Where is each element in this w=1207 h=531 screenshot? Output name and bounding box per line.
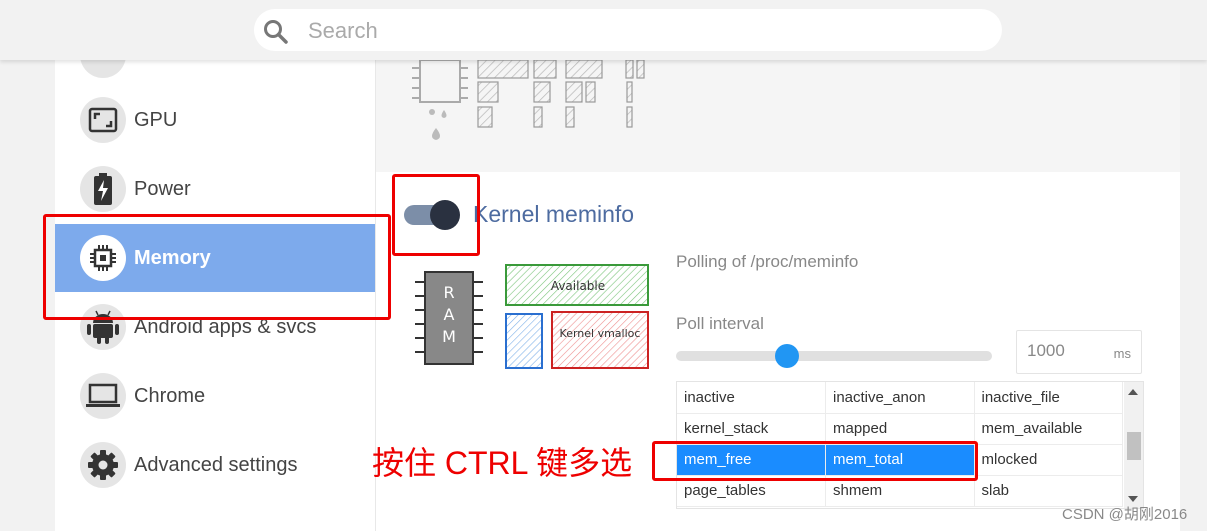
kernel-vmalloc-box-label: Kernel vmalloc <box>560 327 641 340</box>
sidebar-item-label: Advanced settings <box>134 453 298 476</box>
poll-interval-input[interactable] <box>1025 340 1099 362</box>
slider-thumb[interactable] <box>775 344 799 368</box>
sidebar-item-label: GPU <box>134 108 178 131</box>
memory-highlight-box <box>43 214 391 320</box>
counter-cell[interactable]: mapped <box>825 413 975 445</box>
counter-cell[interactable]: inactive_file <box>974 382 1123 414</box>
counter-cell[interactable]: kernel_stack <box>677 413 826 445</box>
gpu-icon <box>80 97 126 143</box>
toggle-highlight-box <box>392 174 480 256</box>
table-scrollbar[interactable] <box>1124 382 1143 508</box>
counter-cell[interactable]: mlocked <box>974 444 1123 476</box>
annotation-text: 按住 CTRL 键多选 <box>372 445 633 481</box>
sidebar-item-label: Android apps & svcs <box>134 315 317 338</box>
top-bar <box>0 0 1207 60</box>
counter-cell[interactable]: mem_free <box>677 444 826 476</box>
poll-interval-label: Poll interval <box>676 314 764 333</box>
memory-chip-icon <box>80 235 126 281</box>
search-box[interactable] <box>254 9 1002 51</box>
search-icon <box>264 20 288 44</box>
scrollbar-thumb[interactable] <box>1127 432 1141 460</box>
sidebar-item-power[interactable]: Power <box>55 155 375 223</box>
sidebar-item-android[interactable]: Android apps & svcs <box>55 293 375 361</box>
slider-rail <box>676 351 992 361</box>
search-input[interactable] <box>306 15 970 47</box>
poll-interval-field[interactable]: ms <box>1016 330 1142 374</box>
sidebar-item-label: Power <box>134 177 191 200</box>
previous-probe-illustration <box>376 59 1180 172</box>
counter-cell[interactable]: mem_total <box>825 444 975 476</box>
sidebar-item-memory[interactable]: Memory <box>55 224 375 292</box>
poll-interval-unit: ms <box>1113 346 1131 361</box>
counter-cell[interactable]: inactive_anon <box>825 382 975 414</box>
available-box-label: Available <box>551 279 605 293</box>
android-icon <box>80 304 126 350</box>
probe-title: Kernel meminfo <box>473 201 635 227</box>
sidebar-item-label: Chrome <box>134 384 206 407</box>
gear-icon <box>80 442 126 488</box>
laptop-icon <box>80 373 126 419</box>
scroll-down-icon[interactable] <box>1128 496 1138 502</box>
toggle-knob <box>430 200 460 230</box>
probe-description: Polling of /proc/meminfo <box>676 252 859 271</box>
selection-highlight-box <box>652 441 978 481</box>
sidebar-item-label: Memory <box>134 246 211 269</box>
sidebar-item-chrome[interactable]: Chrome <box>55 362 375 430</box>
counter-cell[interactable]: inactive <box>677 382 826 414</box>
battery-icon <box>80 166 126 212</box>
poll-interval-slider[interactable] <box>676 344 992 368</box>
sidebar-item-advanced-settings[interactable]: Advanced settings <box>55 431 375 499</box>
sidebar: GPU Power Memory <box>55 50 376 531</box>
probe-enable-toggle[interactable] <box>404 200 462 230</box>
scroll-up-icon[interactable] <box>1128 389 1138 395</box>
counter-cell[interactable]: mem_available <box>974 413 1123 445</box>
watermark: CSDN @胡刚2016 <box>1062 506 1188 523</box>
sidebar-item-gpu[interactable]: GPU <box>55 86 375 154</box>
counter-cell[interactable]: slab <box>974 475 1123 507</box>
